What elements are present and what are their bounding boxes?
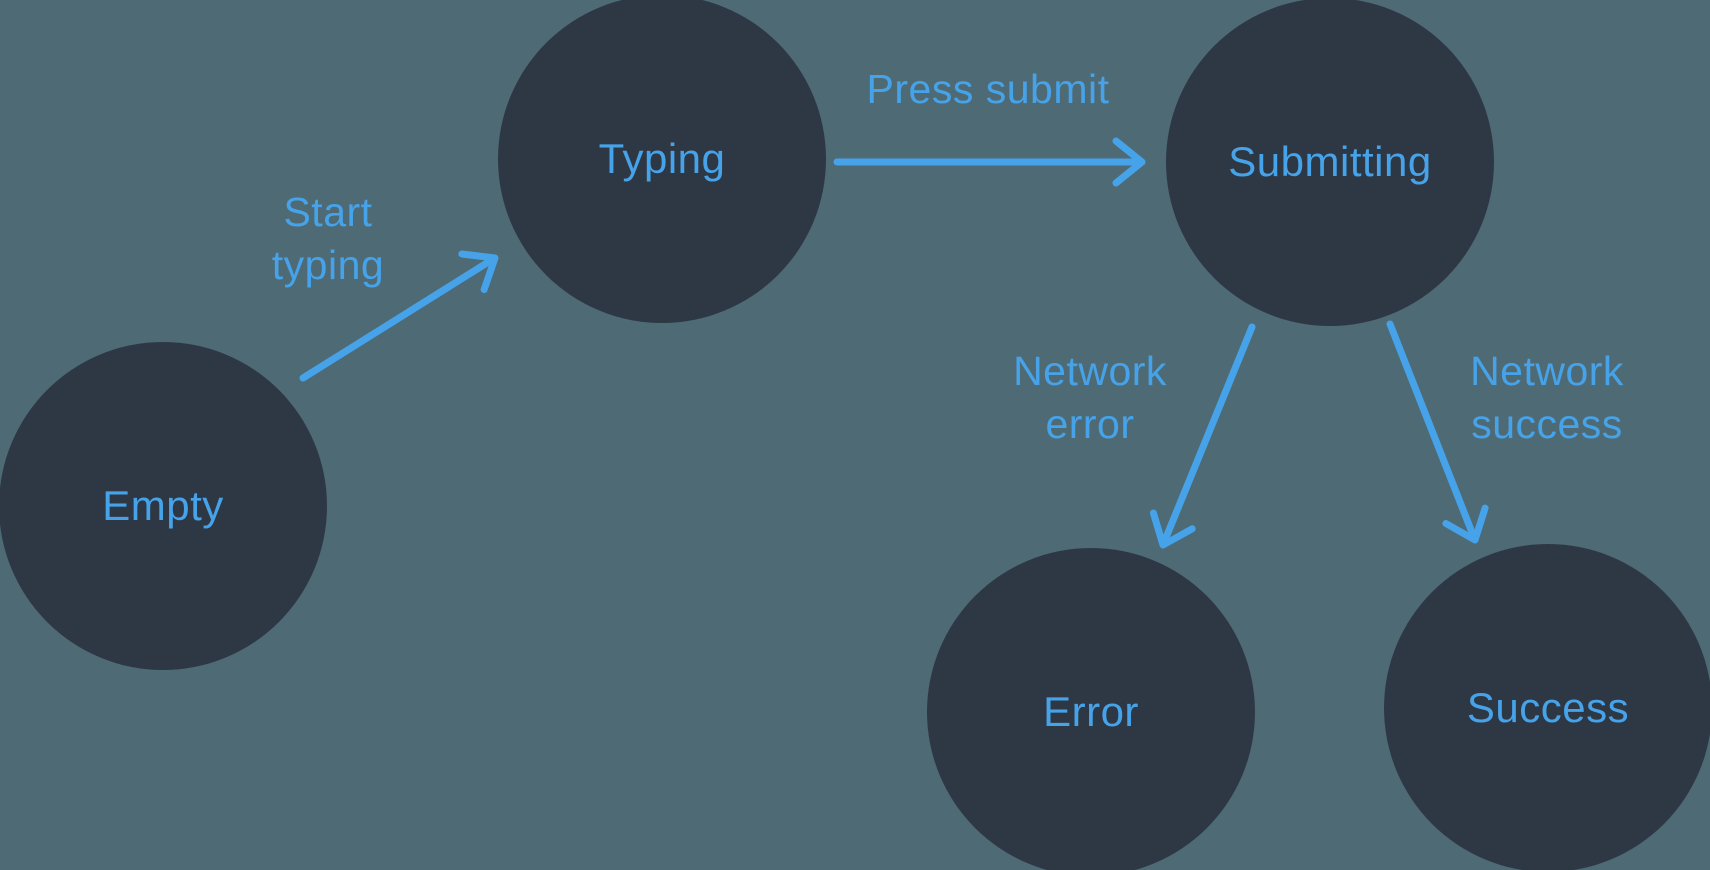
transition-arrow-press-submit: [833, 137, 1146, 187]
transition-label-network-error: Network error: [950, 345, 1230, 451]
state-label-empty: Empty: [102, 482, 224, 529]
transition-arrow-network-success: [1386, 320, 1489, 544]
state-label-error: Error: [1043, 688, 1139, 735]
transition-label-line: error: [1045, 401, 1135, 447]
transition-label-line: success: [1471, 401, 1623, 447]
transition-label-line: Press submit: [866, 66, 1110, 112]
state-node-submitting: Submitting: [1166, 0, 1494, 326]
state-node-typing: Typing: [498, 0, 826, 323]
transition-label-line: typing: [271, 242, 385, 288]
state-node-error: Error: [927, 548, 1255, 870]
transition-label-line: Start: [283, 189, 373, 235]
transition-arrow-start-typing: [299, 250, 499, 382]
transition-arrow-network-error: [1149, 323, 1256, 549]
transition-label-line: Network: [1470, 348, 1624, 394]
state-label-typing: Typing: [598, 135, 726, 182]
state-node-empty: Empty: [0, 342, 327, 670]
transition-label-line: Network: [1013, 348, 1167, 394]
transition-label-network-success: Network success: [1407, 345, 1687, 451]
state-label-submitting: Submitting: [1228, 138, 1432, 185]
state-node-success: Success: [1384, 544, 1710, 870]
transition-label-start-typing: Start typing: [188, 186, 468, 292]
state-label-success: Success: [1466, 684, 1630, 731]
transition-label-press-submit: Press submit: [838, 63, 1138, 116]
